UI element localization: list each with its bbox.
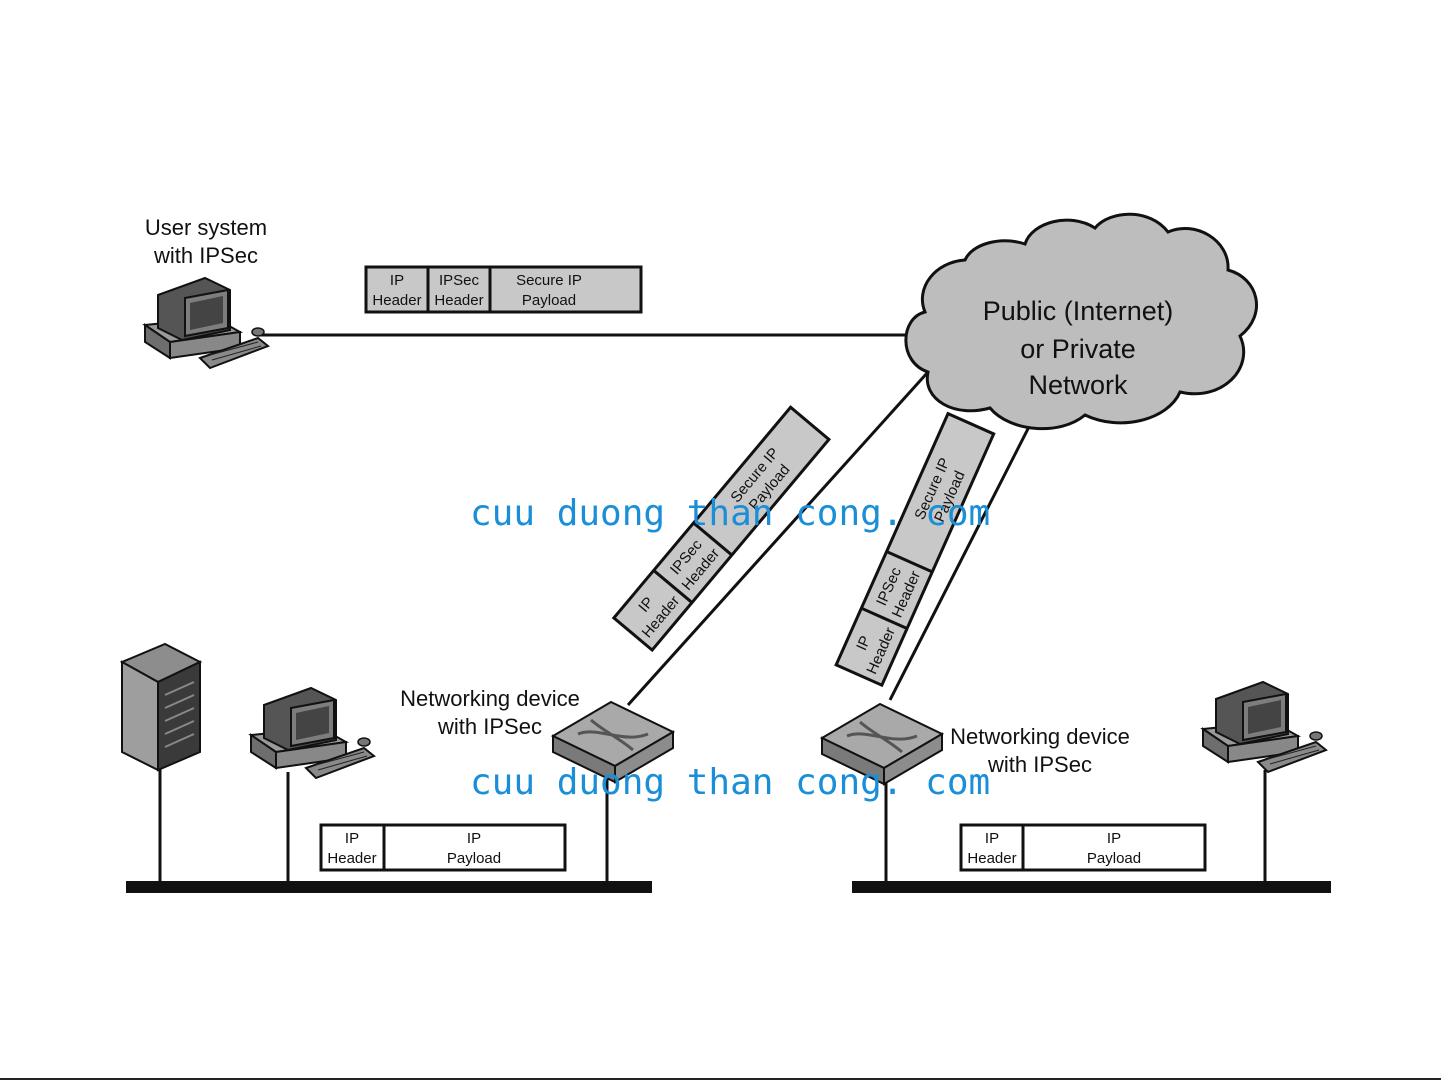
pkt-right-lan-payload-line2: Payload bbox=[1087, 850, 1141, 867]
pkt-top-ipsec-header-line1: IPSec bbox=[439, 272, 480, 289]
link-right-device-to-cloud bbox=[888, 414, 1037, 701]
secure-packet-right-diagonal: IP Header IPSec Header Secure IP Payload bbox=[834, 411, 996, 688]
network-cloud: Public (Internet) or Private Network bbox=[904, 212, 1258, 431]
right-device-label-line2: with IPSec bbox=[987, 752, 1092, 777]
left-networking-device-icon bbox=[550, 700, 676, 784]
pkt-right-lan-ip-header-line1: IP bbox=[985, 830, 999, 847]
pkt-left-lan-ip-header-line2: Header bbox=[327, 850, 376, 867]
pkt-right-lan-payload-line1: IP bbox=[1107, 830, 1121, 847]
pkt-right-ip-header-line1: IP bbox=[853, 633, 874, 653]
left-device-label-line1: Networking device bbox=[400, 686, 580, 711]
pkt-top-payload-line2: Payload bbox=[522, 292, 576, 309]
cloud-label-line3: Network bbox=[1028, 370, 1128, 400]
cloud-label-line1: Public (Internet) bbox=[983, 296, 1174, 326]
watermark-upper: cuu duong than cong. com bbox=[470, 493, 990, 534]
plain-packet-left: IP Header IP Payload bbox=[319, 823, 567, 872]
user-system-label-line2: with IPSec bbox=[153, 243, 258, 268]
cloud-label-line2: or Private bbox=[1020, 334, 1136, 364]
pkt-left-lan-payload-line1: IP bbox=[467, 830, 481, 847]
pkt-top-ipsec-header-line2: Header bbox=[434, 292, 483, 309]
right-workstation-icon bbox=[1200, 680, 1328, 774]
left-device-label-line2: with IPSec bbox=[437, 714, 542, 739]
watermark-lower: cuu duong than cong. com bbox=[470, 762, 990, 803]
user-system-label-line1: User system bbox=[145, 215, 267, 240]
pkt-right-lan-ip-header-line2: Header bbox=[967, 850, 1016, 867]
link-left-device-to-cloud bbox=[626, 370, 930, 707]
server-icon bbox=[119, 642, 203, 772]
pkt-top-ip-header-line1: IP bbox=[390, 272, 404, 289]
pkt-top-ip-header-line2: Header bbox=[372, 292, 421, 309]
pkt-top-payload-line1: Secure IP bbox=[516, 272, 582, 289]
plain-packet-right: IP Header IP Payload bbox=[959, 823, 1207, 872]
left-workstation-icon bbox=[248, 686, 376, 780]
secure-packet-top: IP Header IPSec Header Secure IP Payload bbox=[364, 265, 643, 314]
pkt-left-lan-ip-header-line1: IP bbox=[345, 830, 359, 847]
secure-packet-left-diagonal: IP Header IPSec Header Secure IP Payload bbox=[611, 405, 832, 653]
pkt-left-lan-payload-line2: Payload bbox=[447, 850, 501, 867]
right-device-label-line1: Networking device bbox=[950, 724, 1130, 749]
right-networking-device-icon bbox=[819, 702, 945, 786]
user-workstation-icon bbox=[142, 276, 270, 370]
